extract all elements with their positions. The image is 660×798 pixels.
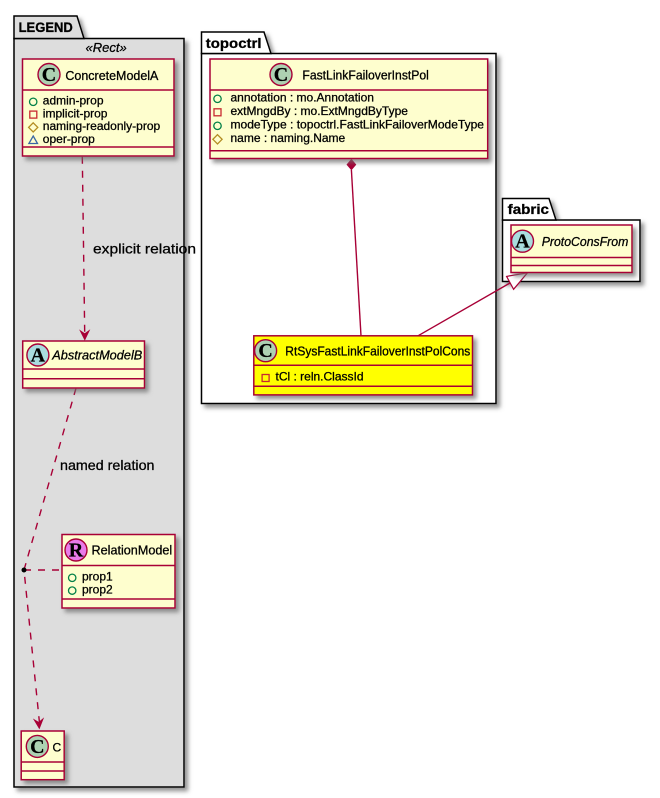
svg-text:ProtoConsFrom: ProtoConsFrom: [542, 234, 629, 249]
svg-text:extMngdBy : mo.ExtMngdByType: extMngdBy : mo.ExtMngdByType: [231, 104, 409, 118]
svg-text:prop1: prop1: [82, 570, 113, 584]
svg-text:C: C: [258, 340, 272, 362]
svg-text:AbstractModelB: AbstractModelB: [51, 348, 142, 363]
svg-text:topoctrl: topoctrl: [206, 35, 262, 51]
svg-text:admin-prop: admin-prop: [43, 94, 104, 108]
svg-text:FastLinkFailoverInstPol: FastLinkFailoverInstPol: [302, 68, 429, 83]
svg-text:C: C: [30, 736, 44, 758]
svg-text:RelationModel: RelationModel: [92, 543, 173, 558]
svg-text:named relation: named relation: [60, 457, 155, 473]
svg-text:C: C: [42, 64, 56, 86]
svg-text:C: C: [274, 64, 288, 86]
svg-text:LEGEND: LEGEND: [19, 19, 73, 35]
svg-text:A: A: [515, 231, 530, 253]
svg-text:R: R: [69, 540, 84, 562]
svg-text:C: C: [53, 740, 62, 754]
svg-text:A: A: [31, 345, 46, 367]
svg-text:prop2: prop2: [82, 582, 113, 596]
svg-text:implicit-prop: implicit-prop: [43, 106, 108, 120]
svg-text:fabric: fabric: [508, 201, 550, 217]
svg-text:ConcreteModelA: ConcreteModelA: [65, 68, 158, 83]
svg-text:«Rect»: «Rect»: [86, 40, 127, 55]
svg-text:name : naming.Name: name : naming.Name: [231, 131, 346, 145]
svg-text:RtSysFastLinkFailoverInstPolCo: RtSysFastLinkFailoverInstPolCons: [285, 344, 470, 359]
svg-text:modeType : topoctrl.FastLinkFa: modeType : topoctrl.FastLinkFailoverMode…: [231, 118, 485, 132]
svg-text:annotation : mo.Annotation: annotation : mo.Annotation: [231, 91, 374, 105]
svg-text:naming-readonly-prop: naming-readonly-prop: [43, 119, 161, 133]
svg-text:explicit relation: explicit relation: [93, 240, 196, 256]
svg-text:oper-prop: oper-prop: [43, 132, 95, 146]
svg-text:tCl : reln.ClassId: tCl : reln.ClassId: [276, 370, 364, 384]
